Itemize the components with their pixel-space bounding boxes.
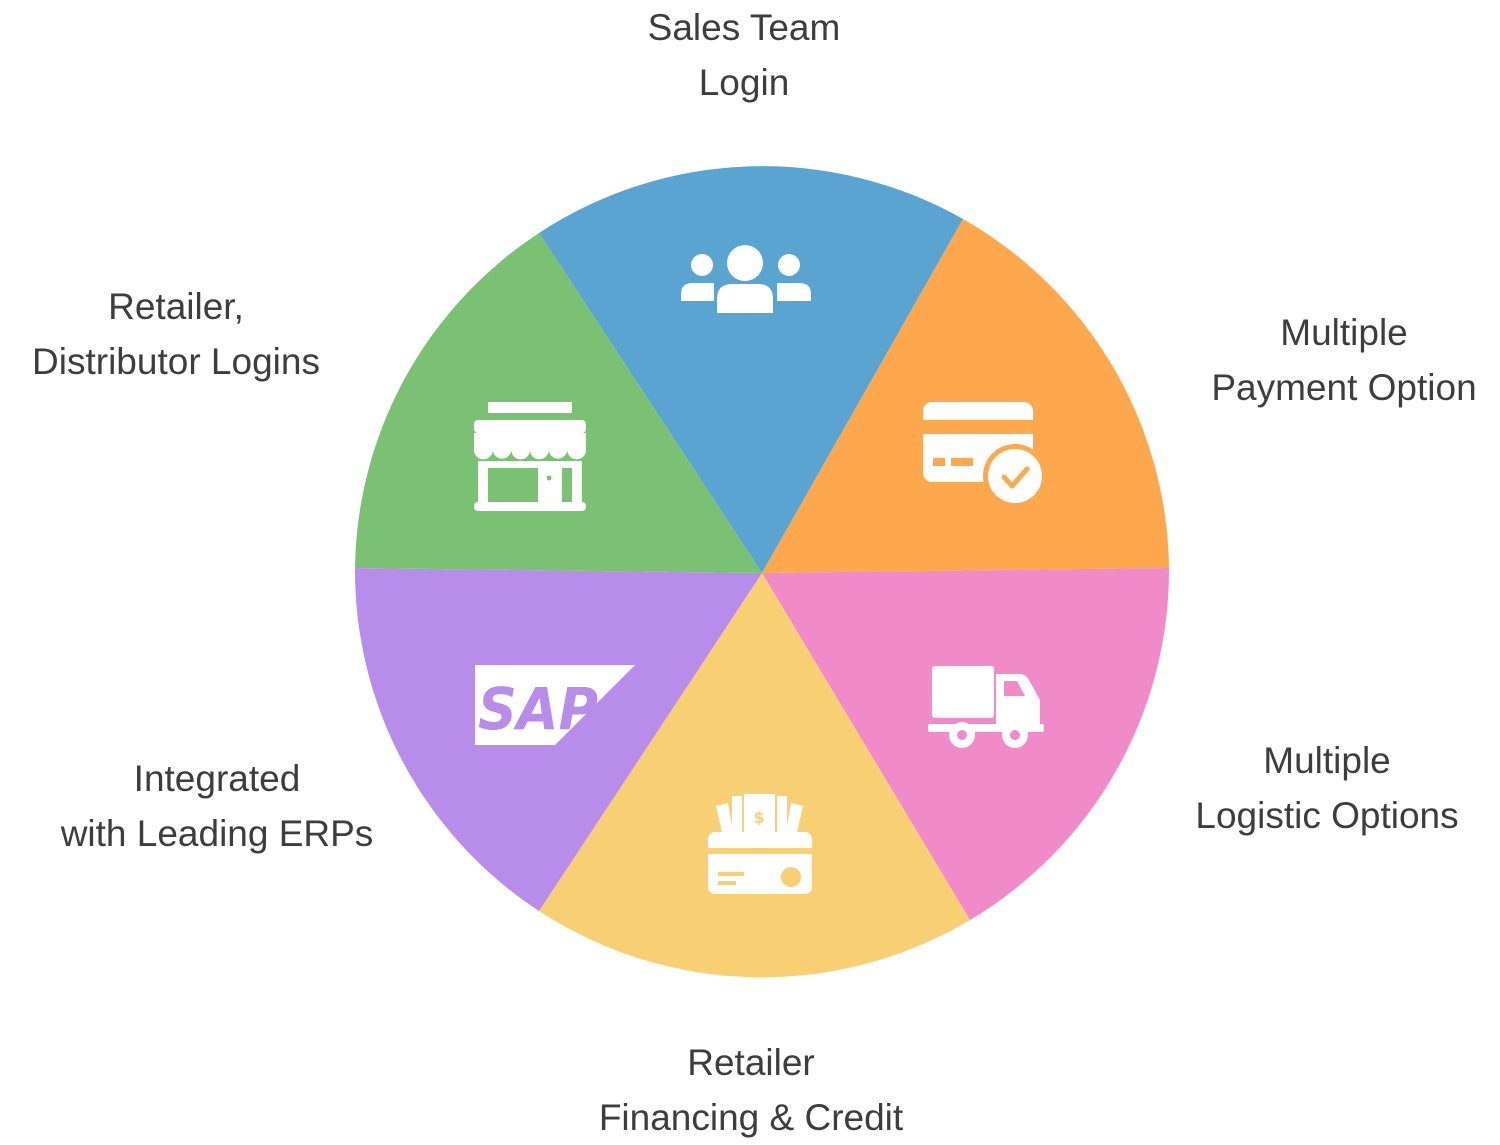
- label-payment-line2: Payment Option: [1211, 367, 1477, 408]
- label-payment: Multiple Payment Option: [1211, 305, 1476, 415]
- storefront-icon: [474, 402, 586, 511]
- label-logistics-line2: Logistic Options: [1195, 795, 1459, 836]
- label-erp-line2: with Leading ERPs: [60, 813, 374, 854]
- label-erp: Integrated with Leading ERPs: [61, 751, 374, 861]
- credit-card-check-icon: [923, 402, 1047, 508]
- label-financing-line2: Financing & Credit: [598, 1097, 904, 1138]
- label-retailer-logins-line2: Distributor Logins: [32, 341, 320, 382]
- label-sales-team: Sales Team Login: [648, 0, 841, 110]
- svg-text:$: $: [753, 808, 764, 827]
- label-financing: Retailer Financing & Credit: [599, 1035, 903, 1145]
- delivery-truck-icon: [928, 666, 1044, 748]
- label-financing-line1: Retailer: [687, 1042, 815, 1083]
- svg-text:SAP: SAP: [478, 675, 598, 743]
- label-retailer-logins-line1: Retailer,: [108, 286, 244, 327]
- label-logistics: Multiple Logistic Options: [1195, 733, 1458, 843]
- label-sales-team-line1: Sales Team: [647, 7, 841, 48]
- label-payment-line1: Multiple: [1280, 312, 1408, 353]
- wedge-sales-team: [539, 166, 963, 573]
- label-logistics-line1: Multiple: [1263, 740, 1391, 781]
- wedge-financing: [539, 573, 970, 978]
- wallet-cash-icon: $: [708, 794, 812, 894]
- label-sales-team-line2: Login: [698, 62, 790, 103]
- label-erp-line1: Integrated: [133, 758, 301, 799]
- sap-logo-icon: SAP: [475, 665, 635, 745]
- wedge-payment: [762, 219, 1169, 573]
- users-group-icon: [681, 245, 811, 313]
- label-retailer-logins: Retailer, Distributor Logins: [32, 279, 320, 389]
